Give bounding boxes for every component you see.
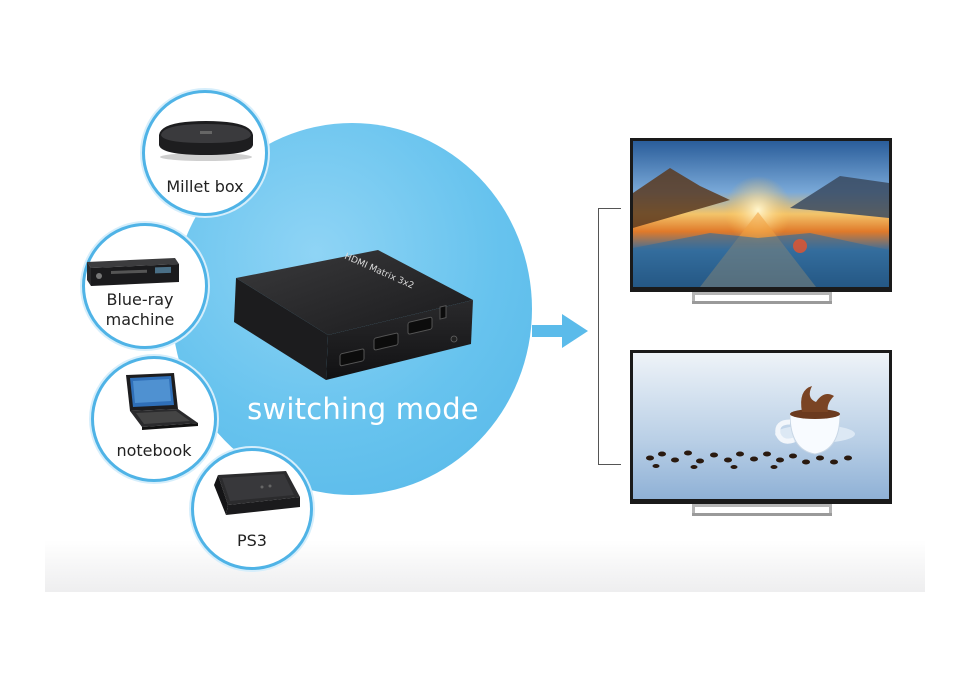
source-ps3: PS3 — [191, 448, 313, 570]
tv-landscape-icon — [630, 138, 892, 304]
game-console-icon — [214, 471, 300, 515]
arrow-right-icon — [532, 314, 588, 348]
source-blue-ray: Blue-ray machine — [82, 223, 208, 349]
blu-ray-player-icon — [87, 258, 179, 286]
tv-coffee-cup-icon — [630, 350, 892, 516]
source-label: Blue-ray machine — [105, 290, 175, 329]
source-millet-box: Millet box — [142, 90, 268, 216]
source-notebook: notebook — [91, 356, 217, 482]
laptop-icon — [126, 373, 198, 430]
mode-label: switching mode — [247, 392, 479, 426]
floor-shadow — [45, 540, 925, 592]
set-top-box-icon — [159, 121, 253, 161]
hdmi-matrix-device-icon: HDMI Matrix 3x2 — [234, 250, 473, 380]
output-bracket — [598, 208, 621, 465]
source-label: notebook — [116, 441, 192, 460]
source-label: Millet box — [166, 177, 244, 196]
source-label: PS3 — [237, 531, 267, 550]
